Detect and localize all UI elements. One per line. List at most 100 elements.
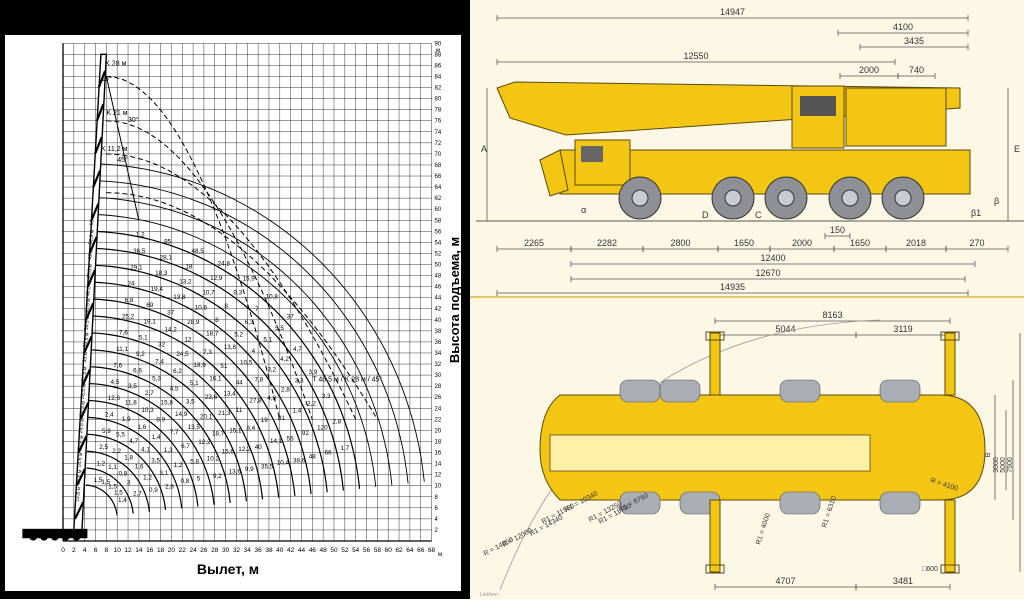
x-axis-title: Вылет, м (197, 561, 259, 577)
capacity-label: 6,8 (125, 297, 134, 304)
dim-3435-text: 3435 (904, 36, 924, 46)
boom-band (94, 136, 103, 155)
capacity-label: 11,8 (125, 400, 137, 407)
capacity-label: 48,5 (191, 248, 204, 255)
side-letter: D (702, 210, 709, 220)
dim-150-text: 150 (830, 225, 845, 235)
range-curve (92, 298, 296, 496)
range-curve (90, 332, 264, 500)
dim-axle-text: 1650 (734, 238, 754, 248)
capacity-label: 9,2 (213, 473, 222, 480)
capacity-label: 7 (255, 306, 259, 313)
range-curve (95, 180, 409, 484)
capacity-label: 56 (287, 436, 295, 443)
dim-12550-text: 12550 (683, 51, 708, 61)
cab-window (800, 96, 836, 116)
side-view-crane (496, 81, 971, 220)
capacity-label: 4 (252, 348, 256, 355)
capacity-label: 4,5 (170, 386, 179, 393)
hub (631, 189, 649, 207)
plan-tyre (879, 379, 921, 403)
capacity-label: 4,1 (141, 447, 150, 454)
capacity-label: 1,6 (135, 463, 144, 470)
capacity-label: 16,1 (209, 375, 222, 382)
capacity-label: 1,4 (293, 408, 302, 415)
hub (894, 189, 912, 207)
y-tick-label: 44 (435, 296, 442, 302)
capacity-label: 1,4 (118, 497, 127, 504)
driver-window (581, 146, 603, 162)
x-tick-label: 22 (179, 547, 187, 554)
outrigger-beam (944, 499, 956, 573)
capacity-label: 95 (164, 238, 172, 245)
capacity-label: 5,5 (116, 432, 125, 439)
capacity-label: 27,8 (249, 398, 262, 405)
range-curve (93, 264, 328, 493)
jib-label: T 48,5 м / K 28 м / 45° (312, 376, 382, 384)
dim-4707-text: 4707 (775, 576, 795, 586)
range-curve (88, 399, 199, 507)
capacity-label: 3,5 (128, 383, 137, 390)
boom-length-label: 28,5 м (80, 383, 88, 399)
dim-overall-bottom-text: 14935 (720, 282, 745, 292)
x-tick-label: 4 (83, 547, 87, 554)
x-axis-unit: м (438, 552, 442, 558)
boom-length-label: 38,5 м (83, 315, 91, 331)
capacity-label: 14,9 (175, 411, 188, 418)
capacity-label: 0,8 (118, 471, 127, 478)
capacity-label: 12,6 (108, 395, 121, 402)
capacity-label: 1,6 (138, 424, 147, 431)
x-tick-label: 6 (94, 547, 98, 554)
capacity-label: 2,4 (105, 411, 114, 418)
side-letter: C (755, 210, 762, 220)
boom-band (92, 170, 102, 188)
capacity-label: 13,8 (173, 294, 186, 301)
outrigger-pad (940, 564, 960, 574)
dim-12670-text: 12670 (755, 268, 780, 278)
y-tick-label: 42 (435, 307, 442, 313)
hoist-rope (105, 76, 140, 221)
capacity-label: 10,7 (202, 290, 215, 297)
capacity-label: 2,8 (281, 386, 290, 393)
x-tick-label: 24 (189, 547, 197, 554)
capacity-label: 6,3 (245, 319, 254, 326)
y-tick-label: 38 (435, 329, 442, 335)
capacity-label: 3 (127, 480, 131, 487)
capacity-label: 13,4 (223, 390, 236, 397)
boom-length-label: 35,5 м (83, 332, 91, 348)
capacity-label: 15,9 (243, 276, 256, 283)
wheel (50, 532, 59, 541)
width-label: B (985, 452, 992, 457)
y-tick-label: 62 (435, 196, 442, 202)
boom-band (79, 402, 90, 420)
x-tick-label: 46 (309, 547, 317, 554)
boom-length-label: 24,5 м (78, 418, 86, 434)
y-tick-label: 74 (435, 130, 442, 136)
boom-band (84, 302, 95, 321)
range-curve (93, 247, 344, 491)
jib-label: 30° (128, 116, 139, 124)
boom-length-label: 12,8 м (74, 486, 82, 502)
plan-tyre (619, 491, 661, 515)
boom-band (75, 468, 86, 487)
dim-axle-text: 2282 (597, 238, 617, 248)
capacity-label: 5,9 (102, 428, 111, 435)
capacity-label: 7,8 (255, 377, 264, 384)
outrigger-pad (705, 564, 725, 574)
x-tick-label: 56 (363, 547, 371, 554)
capacity-label: 25,2 (122, 313, 135, 320)
capacity-label: 14,2 (164, 326, 177, 333)
y-tick-label: 84 (435, 74, 442, 80)
x-tick-label: 68 (428, 547, 436, 554)
x-tick-label: 38 (265, 547, 273, 554)
capacity-label: 9,3 (233, 289, 242, 296)
dim-axle-text: 270 (969, 238, 984, 248)
capacity-label: 9,2 (136, 351, 145, 358)
jib-label: K 11,2 м (101, 146, 128, 153)
capacity-label: 1,2 (143, 474, 152, 481)
boom-band (90, 203, 100, 221)
y-tick-label: 48 (435, 274, 442, 280)
capacity-label: 4,7 (293, 346, 302, 353)
x-tick-label: 66 (417, 547, 425, 554)
x-tick-label: 14 (135, 547, 143, 554)
